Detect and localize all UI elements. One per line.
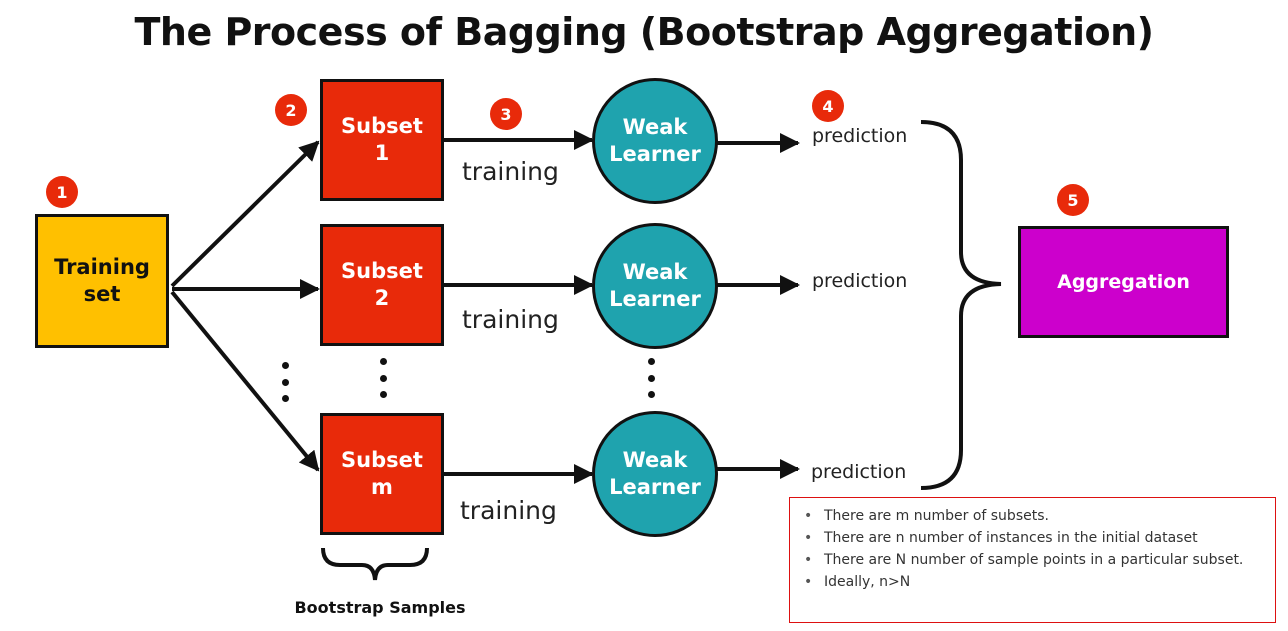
subset-box-2: Subset 2 <box>320 224 444 346</box>
subset-box-1: Subset 1 <box>320 79 444 201</box>
arrow-training-to-subset-1 <box>170 140 320 288</box>
ellipsis-arrows-icon <box>279 362 291 402</box>
training-label-2: training <box>462 305 559 334</box>
arrow-training-to-subset-m <box>170 290 320 472</box>
training-label-m: training <box>460 496 557 525</box>
aggregation-label: Aggregation <box>1057 270 1190 293</box>
diagram-title: The Process of Bagging (Bootstrap Aggreg… <box>134 10 1154 54</box>
notes-box: There are m number of subsets. There are… <box>789 497 1276 623</box>
notes-list: There are m number of subsets. There are… <box>802 505 1265 593</box>
weak-learner-1: Weak Learner <box>592 78 718 204</box>
weak-learner-label: Weak Learner <box>609 259 701 311</box>
weak-learner-m: Weak Learner <box>592 411 718 537</box>
note-item: There are N number of sample points in a… <box>802 549 1265 571</box>
bootstrap-samples-caption: Bootstrap Samples <box>294 598 466 617</box>
weak-learner-2: Weak Learner <box>592 223 718 349</box>
weak-learner-label: Weak Learner <box>609 114 701 166</box>
training-set-label: Training set <box>54 254 150 306</box>
predictions-brace <box>920 120 1002 490</box>
subset-label: Subset 2 <box>341 258 423 310</box>
ellipsis-learners-icon <box>645 358 657 398</box>
note-item: There are m number of subsets. <box>802 505 1265 527</box>
ellipsis-subsets-icon <box>377 358 389 398</box>
note-item: There are n number of instances in the i… <box>802 527 1265 549</box>
bootstrap-samples-brace <box>321 547 429 581</box>
weak-learner-label: Weak Learner <box>609 447 701 499</box>
step-badge-1: 1 <box>46 176 78 208</box>
subset-label: Subset m <box>341 447 423 499</box>
step-badge-2: 2 <box>275 94 307 126</box>
step-badge-4: 4 <box>812 90 844 122</box>
step-badge-3: 3 <box>490 98 522 130</box>
prediction-label-1: prediction <box>812 125 908 147</box>
note-item: Ideally, n>N <box>802 571 1265 593</box>
step-badge-5: 5 <box>1057 184 1089 216</box>
aggregation-box: Aggregation <box>1018 226 1229 338</box>
training-label-1: training <box>462 157 559 186</box>
subset-label: Subset 1 <box>341 113 423 165</box>
prediction-label-2: prediction <box>812 270 908 292</box>
subset-box-m: Subset m <box>320 413 444 535</box>
training-set-box: Training set <box>35 214 169 348</box>
prediction-label-m: prediction <box>811 461 907 483</box>
